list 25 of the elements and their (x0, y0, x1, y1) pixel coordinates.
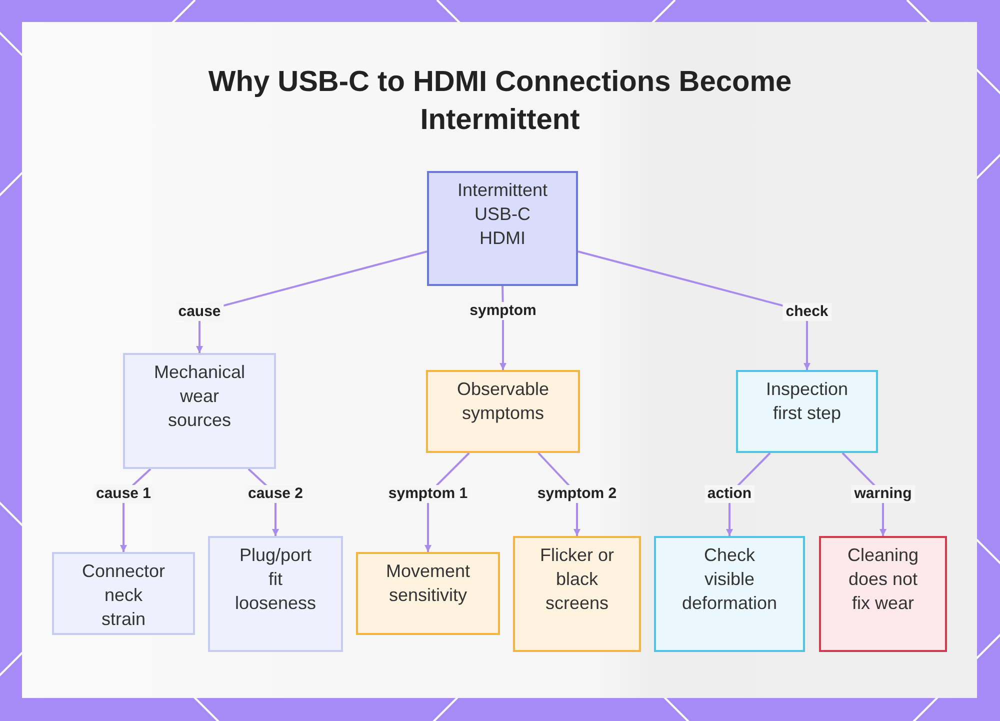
node-label: Plug/port fit looseness (234, 544, 318, 615)
node-label: Cleaning does not fix wear (846, 544, 920, 615)
node-label: Observable symptoms (456, 378, 550, 425)
warning-box (819, 536, 947, 652)
root-topic-box (427, 171, 578, 286)
category-box (736, 370, 878, 453)
detail-box (513, 536, 641, 652)
connector-arrow (578, 250, 810, 370)
category-box (426, 370, 580, 453)
node-label: Check visible deformation (680, 544, 778, 615)
node-label: Inspection first step (764, 378, 850, 425)
node-label: Mechanical wear sources (152, 361, 246, 432)
edge-label: warning (851, 485, 915, 503)
node-label: Flicker or black screens (538, 544, 615, 615)
diagram-title: Why USB-C to HDMI Connections Become Intermittent (207, 65, 793, 138)
edge-label: action (704, 485, 755, 503)
node-label: Intermittent USB-C HDMI (456, 179, 549, 250)
detail-box (208, 536, 343, 652)
detail-box (356, 552, 500, 635)
detail-box (654, 536, 805, 652)
detail-box (52, 552, 195, 635)
node-label: Movement sensitivity (384, 560, 472, 607)
edge-label: check (782, 303, 832, 321)
category-box (123, 353, 276, 469)
node-label: Connector neck strain (80, 560, 166, 631)
